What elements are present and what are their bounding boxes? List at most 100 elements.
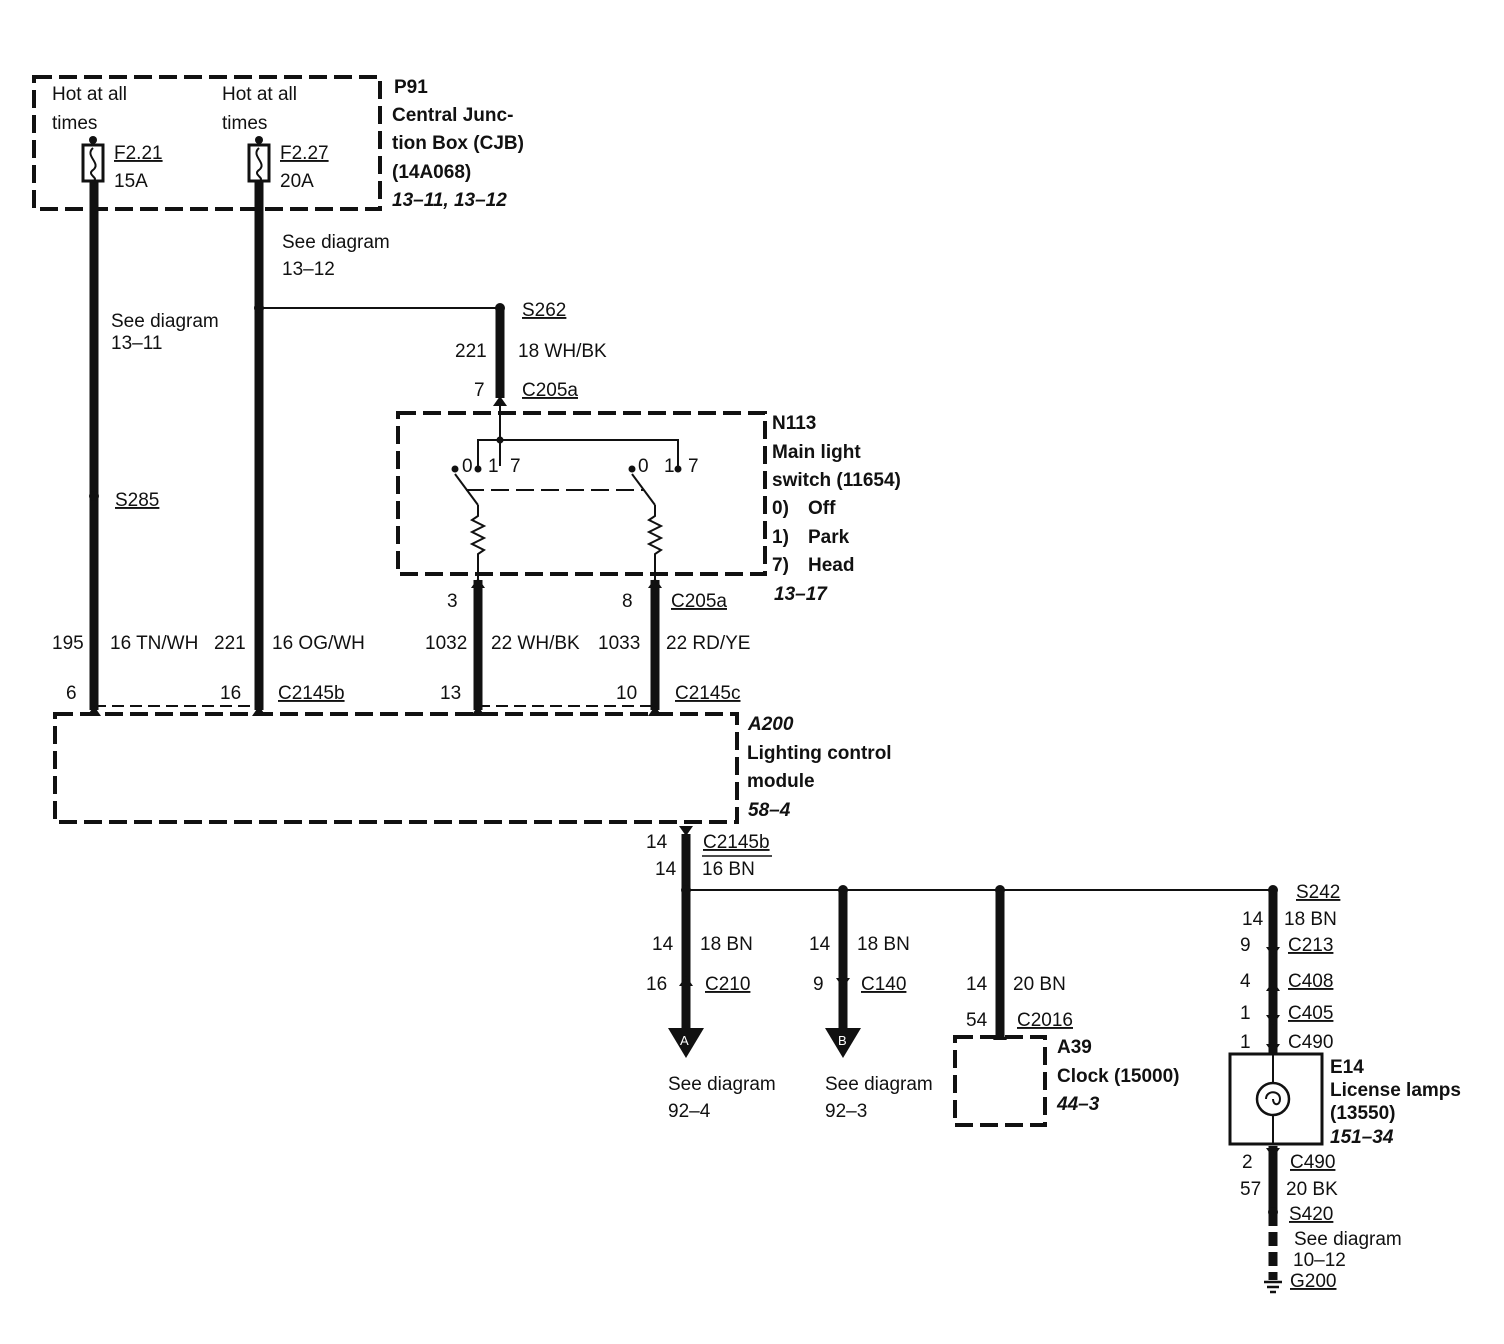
switch-pos0-label: Off [808, 498, 836, 519]
c205a-top-name: C205a [522, 380, 578, 401]
sw2-label-7: 7 [688, 456, 699, 477]
branch-b-see-l2: 92–3 [825, 1101, 867, 1122]
c2145b-out-arrow-icon [679, 826, 693, 836]
cjb-part: (14A068) [392, 162, 471, 183]
cjb-id: P91 [394, 77, 428, 98]
switch-name-l2: switch (11654) [772, 470, 901, 491]
ground-id: G200 [1290, 1271, 1336, 1292]
s242-label: S242 [1296, 882, 1340, 903]
see-13-11-l2: 13–11 [111, 333, 162, 354]
clock-id: A39 [1057, 1037, 1092, 1058]
fuse1-amp: 15A [114, 171, 148, 192]
ground-symbol-icon [1264, 1280, 1282, 1294]
s262-label: S262 [522, 300, 566, 321]
c213-name: C213 [1288, 935, 1333, 956]
w57-gauge: 20 BK [1286, 1179, 1338, 1200]
switch-id: N113 [772, 413, 816, 434]
sw1-label-0: 0 [462, 456, 473, 477]
w1033-circuit: 1033 [598, 633, 640, 654]
c205a-bot-pin8: 8 [622, 591, 633, 612]
c205a-pin8-arrow-icon [648, 578, 662, 588]
cjb-name-l2: tion Box (CJB) [392, 133, 524, 154]
w1032-gauge: 22 WH/BK [491, 633, 580, 654]
w1033-gauge: 22 RD/YE [666, 633, 750, 654]
see-13-11-l1: See diagram [111, 311, 219, 332]
switch-pos1-label: Park [808, 527, 850, 548]
lamps-box [1228, 1052, 1324, 1146]
w14-c-circuit: 14 [966, 974, 988, 995]
lamps-id: E14 [1330, 1057, 1364, 1078]
sw1-label-1: 1 [488, 456, 499, 477]
switch-bus-node [496, 436, 504, 444]
c205a-top-pin: 7 [474, 380, 485, 401]
lcm-box [53, 712, 739, 824]
fuse2-icon [247, 143, 271, 183]
c205a-top-arrow-icon [493, 396, 507, 406]
w14-out-gauge: 16 BN [702, 859, 755, 880]
c210-name: C210 [705, 974, 750, 995]
c2145c-pin13: 13 [440, 683, 461, 704]
c2145b-out-name: C2145b [703, 832, 770, 853]
sw2-resistor-icon [646, 505, 664, 582]
lamps-name-l2: (13550) [1330, 1103, 1396, 1124]
sw1-resistor-icon [469, 505, 487, 582]
lcm-ref: 58–4 [748, 800, 791, 821]
fuse2-amp: 20A [280, 171, 314, 192]
c490-bot-pin: 2 [1242, 1152, 1253, 1173]
offpage-b-letter: B [838, 1033, 847, 1048]
lamps-name-l1: License lamps [1330, 1080, 1461, 1101]
c2145c-pin10: 10 [616, 683, 637, 704]
w14-d-circuit: 14 [1242, 909, 1264, 930]
fuse1-id: F2.21 [114, 143, 163, 164]
switch-box [396, 411, 767, 576]
lamps-ref: 151–34 [1330, 1127, 1394, 1148]
see-13-12-l2: 13–12 [282, 259, 335, 280]
w57-circuit: 57 [1240, 1179, 1261, 1200]
fuse2-top-node [255, 136, 263, 144]
c408-pin: 4 [1240, 971, 1251, 992]
c140-pin: 9 [813, 974, 824, 995]
cjb-hot1-l1: Hot at all [52, 84, 127, 105]
c490-bot-name: C490 [1290, 1152, 1335, 1173]
c2145b-in-pin16: 16 [220, 683, 241, 704]
offpage-a-icon [668, 1028, 704, 1058]
cjb-hot2-l2: times [222, 113, 267, 134]
clock-name: Clock (15000) [1057, 1066, 1180, 1087]
s285-label: S285 [115, 490, 159, 511]
w14-d-gauge: 18 BN [1284, 909, 1337, 930]
c2016-name: C2016 [1017, 1010, 1073, 1031]
c205a-pin3-arrow-icon [471, 578, 485, 588]
cjb-hot1-l2: times [52, 113, 97, 134]
s285-node [89, 491, 99, 501]
w195-gauge: 16 TN/WH [110, 633, 198, 654]
w14-b-gauge: 18 BN [857, 934, 910, 955]
fuse1-icon [81, 143, 105, 183]
offpage-b-icon [825, 1028, 861, 1058]
lcm-id: A200 [747, 714, 794, 735]
c2145b-in-name: C2145b [278, 683, 345, 704]
ground-see-l1: See diagram [1294, 1229, 1402, 1250]
lcm-pin10-arrow-icon [648, 706, 662, 716]
c213-arrow-icon [1266, 947, 1280, 957]
c408-arrow-icon [1266, 981, 1280, 991]
s420-label: S420 [1289, 1204, 1333, 1225]
see-13-12-l1: See diagram [282, 232, 390, 253]
w195-circuit: 195 [52, 633, 84, 654]
fuse2-id: F2.27 [280, 143, 329, 164]
c140-arrow-icon [836, 978, 850, 988]
lcm-pin13-arrow-icon [471, 706, 485, 716]
sw2-contact1 [674, 465, 682, 473]
c405-pin: 1 [1240, 1003, 1251, 1024]
branch-a-see-l2: 92–4 [668, 1101, 711, 1122]
w221-top-circuit: 221 [455, 341, 487, 362]
cjb-hot2-l1: Hot at all [222, 84, 297, 105]
c210-pin: 16 [646, 974, 667, 995]
fuse1-top-node [89, 136, 97, 144]
c405-arrow-icon [1266, 1015, 1280, 1025]
c210-arrow-icon [679, 976, 693, 986]
switch-pos7-num: 7) [772, 555, 789, 576]
c2145c-name: C2145c [675, 683, 741, 704]
sw2-contact0 [628, 465, 636, 473]
c140-name: C140 [861, 974, 906, 995]
